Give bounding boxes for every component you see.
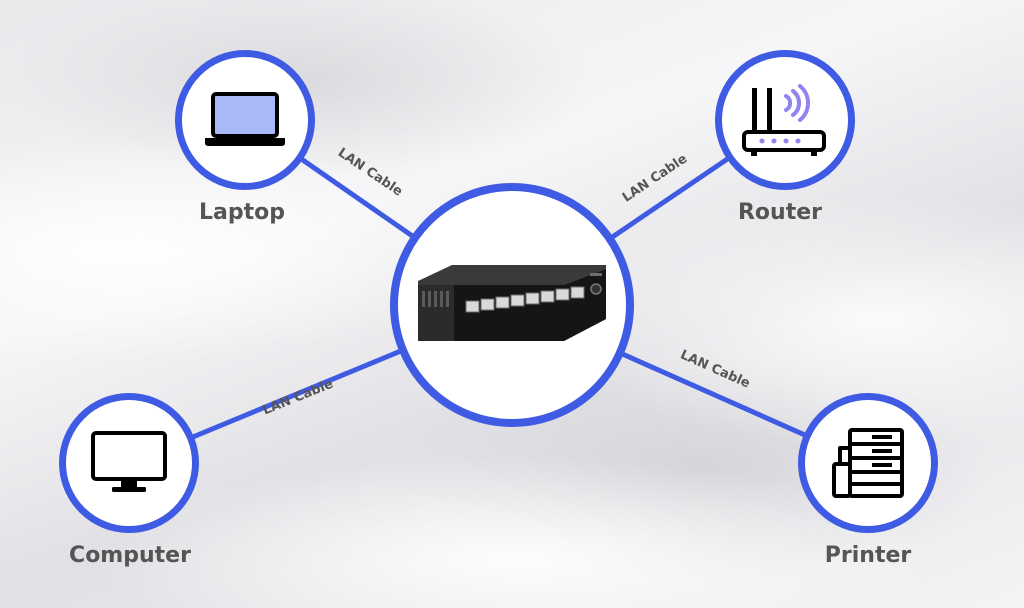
router-label: Router (737, 200, 822, 225)
network-switch-icon (418, 265, 606, 341)
printer-icon (832, 428, 904, 498)
router-icon (742, 84, 826, 156)
switch-node (390, 183, 634, 427)
computer-label: Computer (69, 543, 191, 568)
laptop-icon (205, 92, 285, 146)
laptop-node (175, 50, 315, 190)
router-node (715, 50, 855, 190)
monitor-icon (91, 431, 167, 492)
computer-node (59, 393, 199, 533)
printer-label: Printer (824, 543, 912, 568)
laptop-label: Laptop (199, 200, 285, 225)
printer-node (798, 393, 938, 533)
